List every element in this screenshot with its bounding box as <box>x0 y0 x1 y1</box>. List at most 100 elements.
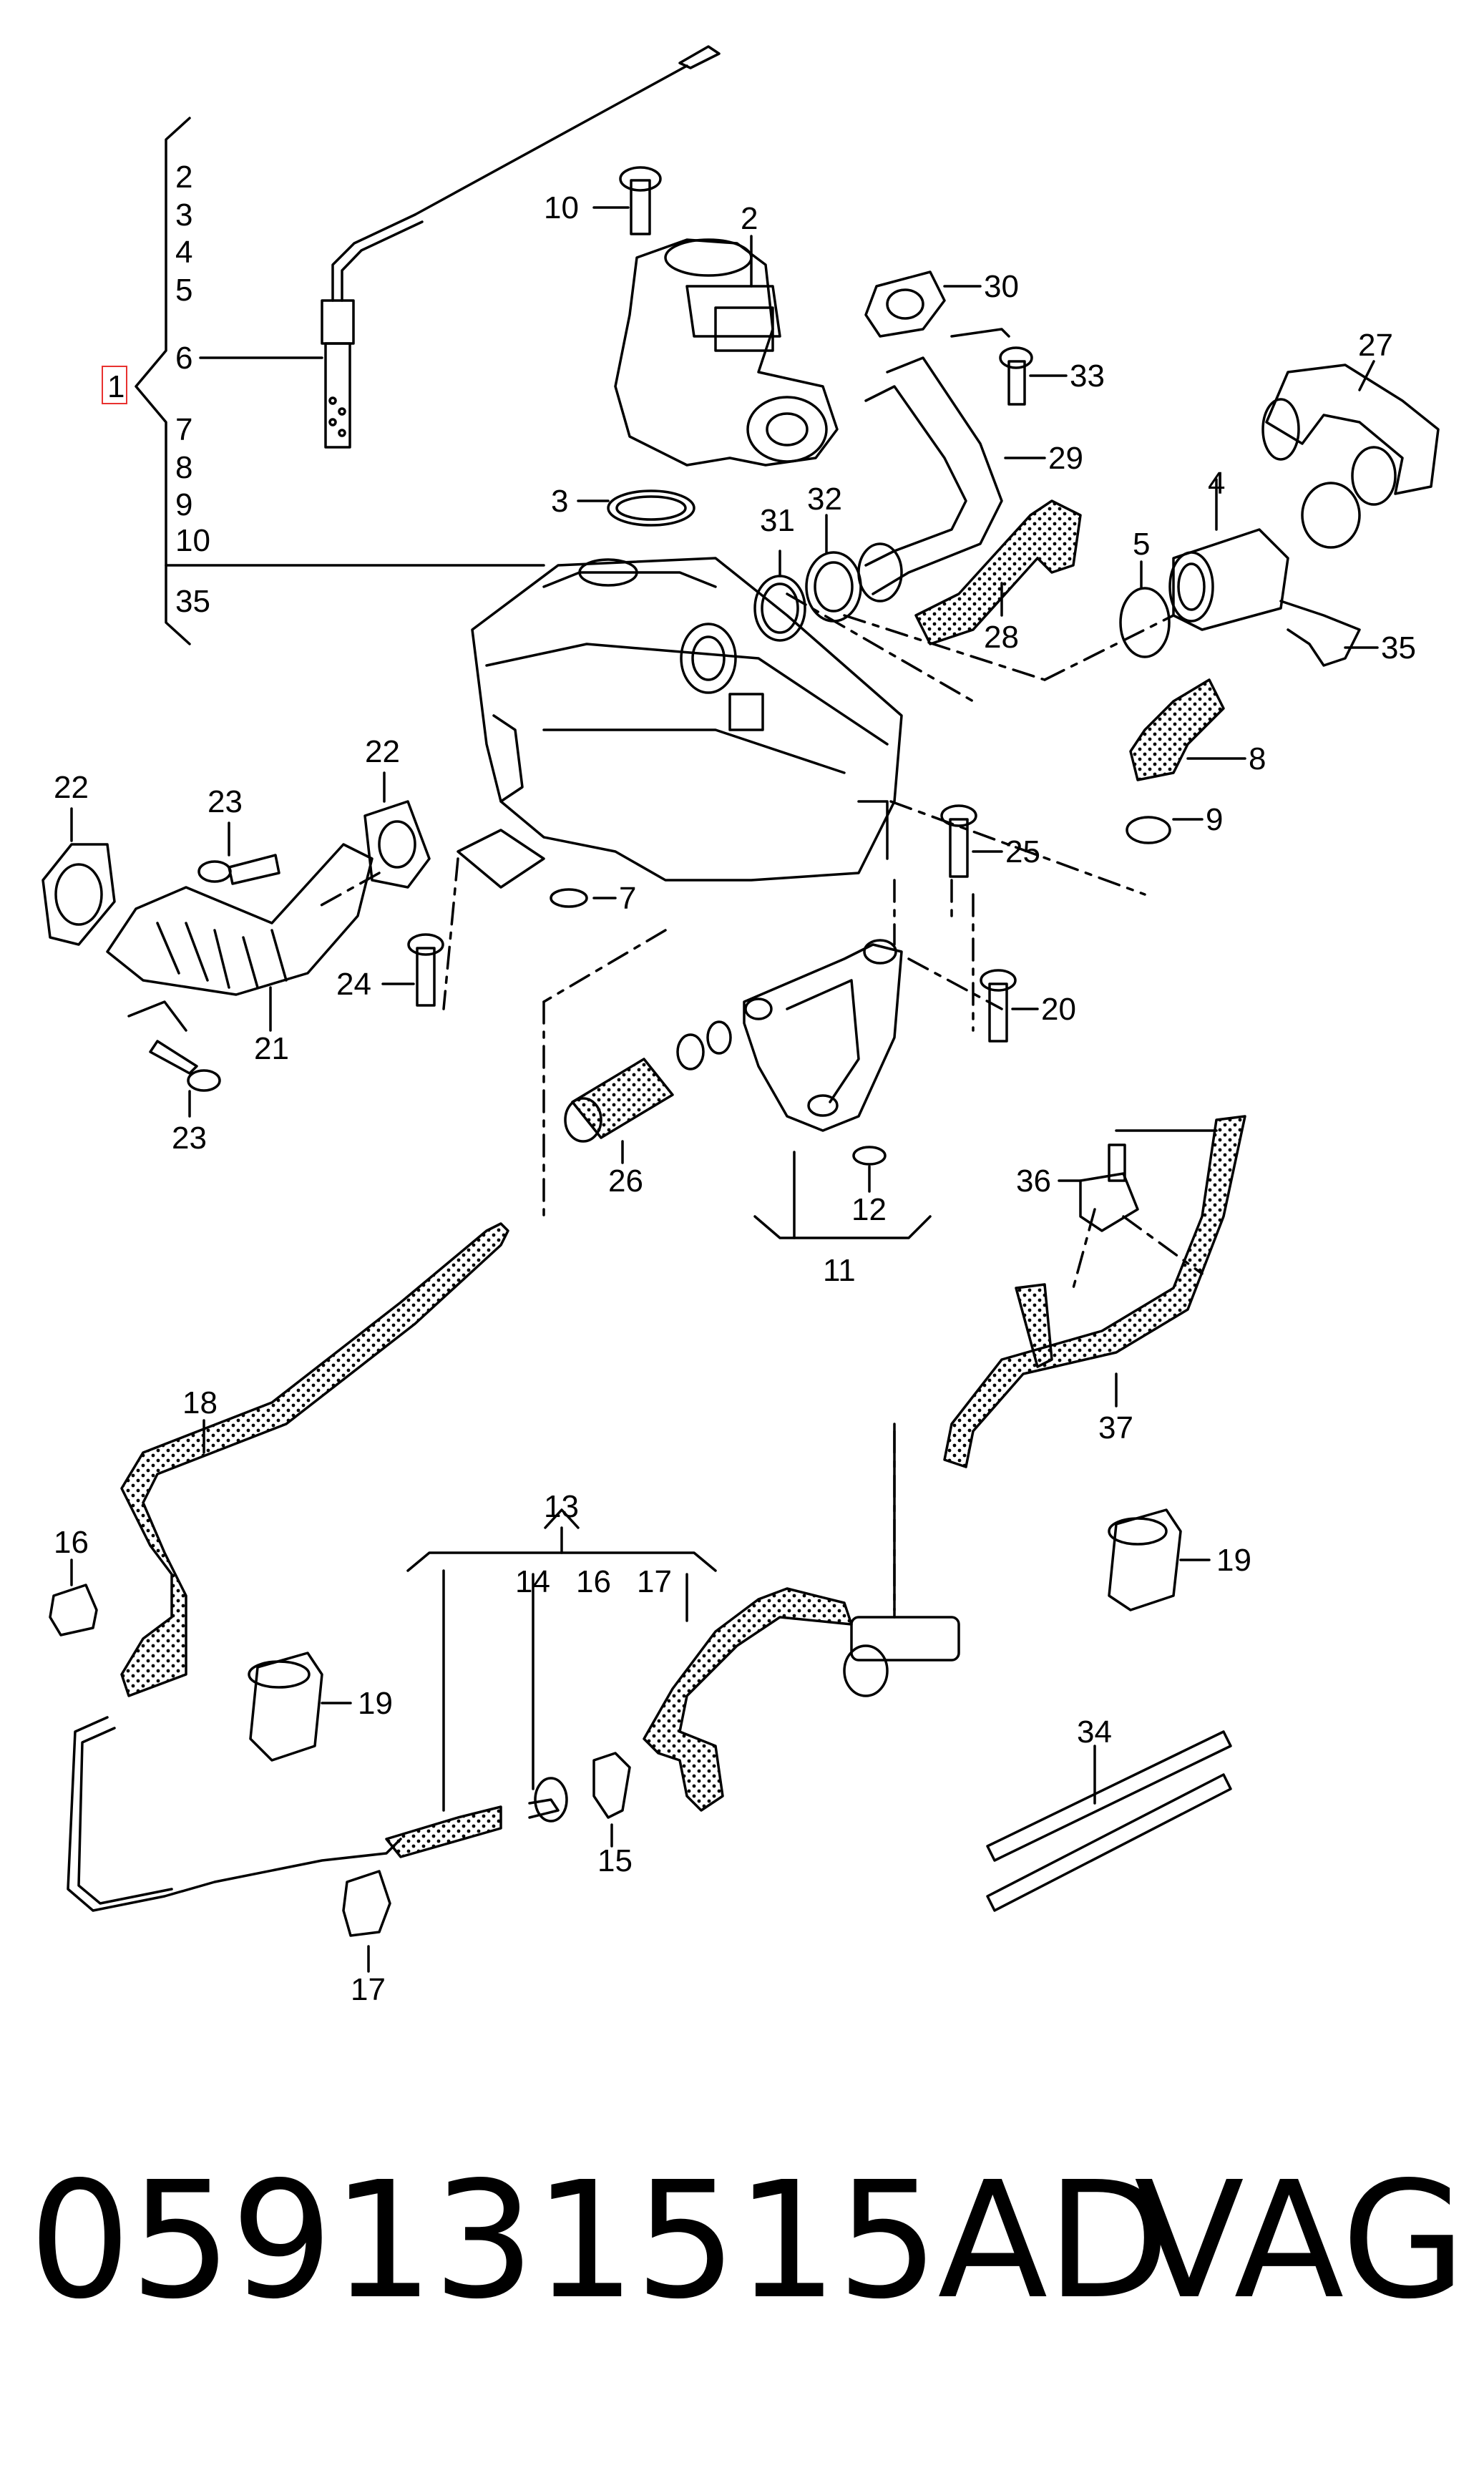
callout-5-list: 5 <box>175 273 192 308</box>
callout-32: 32 <box>807 482 842 517</box>
connector-14 <box>528 1573 568 1823</box>
callout-17-upper: 17 <box>637 1564 672 1599</box>
bolt-23-lower <box>127 1000 221 1118</box>
vacuum-line-loop <box>67 1569 502 1912</box>
callout-30: 30 <box>984 269 1019 304</box>
bolt-33 <box>950 328 1068 406</box>
part-number: 059131515AD <box>29 2147 1171 2335</box>
clip-17-lower <box>342 1870 391 1973</box>
bolt-24 <box>381 933 444 1007</box>
callout-14: 14 <box>515 1564 550 1599</box>
callout-28: 28 <box>984 620 1019 655</box>
callout-9: 9 <box>1206 802 1223 837</box>
clamp-31 <box>753 550 806 642</box>
bolt-23-upper <box>197 821 280 885</box>
callout-10: 10 <box>544 190 579 225</box>
callout-3: 3 <box>551 484 568 519</box>
t-connector <box>843 1423 960 1697</box>
hose-28 <box>914 499 1082 645</box>
part-1-bracket <box>135 117 545 645</box>
callout-9-list: 9 <box>175 487 192 522</box>
callout-34: 34 <box>1077 1714 1112 1750</box>
callout-29: 29 <box>1048 441 1083 476</box>
egr-cooler <box>457 557 903 889</box>
gasket-22-left <box>42 807 116 946</box>
callout-24: 24 <box>336 967 371 1002</box>
guide-lines <box>313 592 1204 1611</box>
valve-19-left <box>248 1652 352 1762</box>
inlet-pipe-21 <box>106 843 374 1032</box>
callout-27: 27 <box>1358 328 1393 363</box>
o-ring-5 <box>1119 560 1171 658</box>
washer-7 <box>550 888 617 908</box>
callout-labels: 1 2 3 4 5 6 7 8 9 10 35 10 2 3 30 33 27 … <box>54 160 1416 2007</box>
gasket-22-right <box>363 771 431 889</box>
callout-26: 26 <box>608 1164 643 1199</box>
callout-1-highlight <box>102 366 127 404</box>
callout-4-list: 4 <box>175 235 192 270</box>
bolt-25 <box>940 804 1003 878</box>
callout-20: 20 <box>1041 992 1076 1027</box>
sensor-probe-6 <box>199 45 721 449</box>
washer-12 <box>852 1146 887 1193</box>
callout-23-lower: 23 <box>172 1121 207 1156</box>
callout-7-list: 7 <box>175 412 192 447</box>
callout-35-list: 35 <box>175 584 210 619</box>
group-13-bracket <box>406 1508 717 1572</box>
callout-16: 16 <box>576 1564 611 1599</box>
gasket-30 <box>864 270 982 338</box>
callout-33: 33 <box>1070 358 1105 394</box>
egr-valve-2 <box>614 235 839 467</box>
callout-4: 4 <box>1208 466 1225 501</box>
callout-21: 21 <box>254 1031 289 1066</box>
clamp-9 <box>1126 816 1204 844</box>
callout-1: 1 <box>107 369 125 404</box>
callout-6: 6 <box>175 341 192 376</box>
clamp-15 <box>592 1752 631 1848</box>
cable-ties-34 <box>986 1730 1232 1912</box>
pipe-29 <box>857 356 1046 603</box>
callout-37: 37 <box>1098 1410 1133 1445</box>
o-ring-3 <box>577 489 695 527</box>
callout-18: 18 <box>182 1385 218 1420</box>
clip-16 <box>49 1558 98 1636</box>
valve-36 <box>1058 1129 1218 1232</box>
adapter-32 <box>805 514 862 623</box>
bolt-20 <box>980 969 1039 1043</box>
callout-8-list: 8 <box>175 450 192 485</box>
callout-7: 7 <box>619 881 636 916</box>
callout-13: 13 <box>544 1489 579 1524</box>
callout-35: 35 <box>1381 630 1416 665</box>
callout-2-list: 2 <box>175 160 192 195</box>
callout-11: 11 <box>823 1253 856 1288</box>
callout-23-upper: 23 <box>208 784 243 819</box>
callout-17-lower: 17 <box>351 1972 386 2007</box>
callout-25: 25 <box>1005 834 1040 869</box>
callout-15: 15 <box>597 1843 633 1878</box>
callout-22-right: 22 <box>365 734 400 769</box>
bracket-11 <box>743 939 932 1239</box>
callout-31: 31 <box>760 503 795 538</box>
callout-8: 8 <box>1249 741 1266 776</box>
callout-36: 36 <box>1016 1164 1051 1199</box>
spring-clip-35 <box>1279 600 1379 667</box>
callout-10-list: 10 <box>175 523 210 558</box>
hose-37 <box>943 1115 1246 1468</box>
callout-19-left: 19 <box>358 1686 393 1721</box>
callout-16-left: 16 <box>54 1525 89 1560</box>
connector-4 <box>1168 478 1361 631</box>
callout-19-right: 19 <box>1216 1543 1251 1578</box>
hose-17-upper <box>643 1573 853 1812</box>
callout-5: 5 <box>1133 527 1150 562</box>
hose-27 <box>1261 360 1440 506</box>
valve-19-right <box>1108 1508 1211 1611</box>
brand-name: VAG <box>1134 2147 1466 2335</box>
bolt-10 <box>592 166 662 235</box>
callout-22-left: 22 <box>54 770 89 805</box>
callout-2: 2 <box>741 201 758 236</box>
hose-18 <box>120 1222 509 1697</box>
callout-12: 12 <box>851 1192 887 1227</box>
hose-8 <box>1129 678 1246 781</box>
hose-26 <box>564 1020 732 1164</box>
